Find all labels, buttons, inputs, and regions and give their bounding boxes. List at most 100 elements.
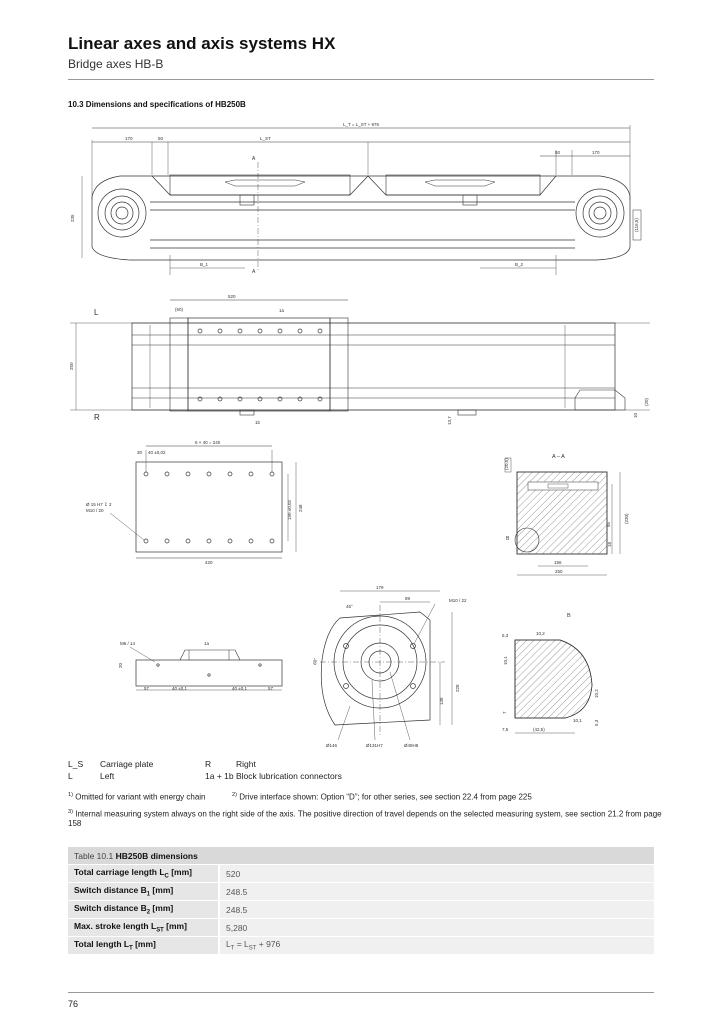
dim-label: Ø146 <box>326 743 338 748</box>
header-divider <box>68 79 654 80</box>
table-row-value: 248.5 <box>219 900 654 919</box>
legend-text: Block lubrication connectors <box>236 771 342 781</box>
section-mark: A <box>252 156 256 162</box>
dim-label: 235 <box>70 214 75 222</box>
dim-label: 10 <box>633 412 638 418</box>
footnote-3: 3) Internal measuring system always on t… <box>68 809 668 828</box>
side-view: 520 (50) 1a L R 1b 250 <box>69 294 650 425</box>
table-caption-title: HB250B dimensions <box>115 850 198 861</box>
footnote-text: Drive interface shown: Option “D”; for o… <box>239 792 532 802</box>
dim-label: 179 <box>376 585 384 590</box>
legend-symbol: R <box>205 759 212 769</box>
dim-label: 5,3 <box>502 633 509 638</box>
section-mark: A <box>252 269 256 275</box>
dim-label: (42,5) <box>533 727 545 732</box>
dim-label: 40 ±0,02 <box>148 450 166 455</box>
dim-label: 520 <box>228 294 236 299</box>
drive-end-view: 179 89 M10 / 22 45° 60° 138 228 Ø146 Ø13… <box>312 585 467 748</box>
dim-label: M10 / 20 <box>86 508 104 513</box>
dim-label: 60° <box>312 657 318 665</box>
footer-divider <box>68 992 654 993</box>
dim-label: 170 <box>125 136 133 141</box>
dim-label: 40 ±0,1 <box>232 686 247 691</box>
specification-table: Table 10.1 HB250B dimensions Total carri… <box>68 847 654 955</box>
dim-label: 18 <box>607 541 612 547</box>
section-heading: 10.3 Dimensions and specifications of HB… <box>68 100 246 109</box>
dim-label: 250 <box>555 569 563 574</box>
dim-label: 420 <box>205 560 213 565</box>
detail-mark: B <box>506 536 510 542</box>
dim-label: 170 <box>592 150 600 155</box>
dim-label: 250 <box>69 362 74 370</box>
technical-drawing: L_T = L_ST + 976 170 50 L_ST 50 170 A A … <box>69 122 650 748</box>
page-title: Linear axes and axis systems HX <box>68 34 336 53</box>
dim-label: 57 <box>144 686 150 691</box>
dim-label: 45° <box>346 604 353 609</box>
dim-label: 10,2 <box>536 631 545 636</box>
legend-text: Right <box>236 759 256 769</box>
dim-label: (20,5) <box>504 458 509 470</box>
dim-label: 7 <box>502 711 507 714</box>
table-caption: Table 10.1 HB250B dimensions <box>68 847 654 865</box>
table-row: Max. stroke length LST [mm] 5,280 <box>68 918 654 937</box>
dim-label: 50 <box>158 136 164 141</box>
top-view: L_T = L_ST + 976 170 50 L_ST 50 170 A A … <box>70 122 642 275</box>
dim-label: 156 <box>554 560 562 565</box>
dim-label: L_ST <box>260 136 271 141</box>
dim-label: Ø49H8 <box>404 743 419 748</box>
table-row-label: Total length LT [mm] <box>68 936 220 955</box>
detail-b-view: B 5,3 10,2 10,1 10,2 7 10,1 7,5 (42,5) 5… <box>502 613 599 734</box>
dim-label: (116,5) <box>634 218 639 232</box>
footnote-mark: 1) <box>68 792 73 798</box>
page-subtitle: Bridge axes HB-B <box>68 57 164 71</box>
dim-total-length: L_T = L_ST + 976 <box>343 122 380 127</box>
dim-label: 20 <box>118 662 123 668</box>
table-row-label: Total carriage length LC [mm] <box>68 864 220 883</box>
legend-ls-symbol: L_S <box>68 759 84 769</box>
table-row-value: 5,280 <box>219 918 654 937</box>
table-row-value: 520 <box>219 864 654 883</box>
legend-symbol: L_S <box>68 759 83 769</box>
dim-label: 1b <box>255 420 261 425</box>
dim-label: B_2 <box>515 262 524 267</box>
dim-label: 13,7 <box>447 416 452 425</box>
footnote-2: 2) Drive interface shown: Option “D”; fo… <box>232 792 532 802</box>
dim-label: 1a <box>204 641 210 646</box>
dim-label: B_1 <box>200 262 209 267</box>
footnote-text: Internal measuring system always on the … <box>68 809 662 828</box>
footnote-mark: 2) <box>232 792 237 798</box>
dim-label: 89 <box>405 596 411 601</box>
dim-label: 1a <box>279 308 285 313</box>
dim-label: M6 / 14 <box>120 641 136 646</box>
dim-label: 6 × 40 = 240 <box>195 440 221 445</box>
section-aa-view: A – A (20,5) 95 (230) 18 156 250 B <box>504 454 629 576</box>
detail-title: B <box>567 613 571 619</box>
footnote-1: 1) Omitted for variant with energy chain <box>68 792 206 802</box>
table-row-label: Switch distance B1 [mm] <box>68 882 220 901</box>
dim-label: 10,1 <box>503 656 508 665</box>
legend-text: Carriage plate <box>100 759 154 769</box>
footnote-text: Omitted for variant with energy chain <box>75 792 206 802</box>
carriage-plate-view: 6 × 40 = 240 30 40 ±0,02 420 190 ±0,02 2… <box>86 440 303 565</box>
table-row-value: 248.5 <box>219 882 654 901</box>
section-title: A – A <box>552 454 565 460</box>
table-row: Total carriage length LC [mm] 520 <box>68 864 654 883</box>
footnote-mark: 3) <box>68 809 73 815</box>
dim-label: (20) <box>644 397 649 406</box>
dim-label: 10,1 <box>573 718 582 723</box>
table-row: Total length LT [mm] LT = LST + 976 <box>68 936 654 955</box>
legend-symbol: L <box>68 771 73 781</box>
dim-label: (230) <box>624 513 629 524</box>
table-caption-prefix: Table 10.1 <box>74 850 114 861</box>
dim-label: (50) <box>175 307 184 312</box>
dim-label: Ø131H7 <box>366 743 383 748</box>
dim-label: 138 <box>439 697 444 705</box>
dim-label: 10,2 <box>594 689 599 698</box>
side-right-label: R <box>94 413 100 422</box>
legend-text: Left <box>100 771 115 781</box>
page-number: 76 <box>68 999 79 1009</box>
table-row-label: Switch distance B2 [mm] <box>68 900 220 919</box>
dim-label: Ø 15 H7 ↧ 2 <box>86 502 112 507</box>
legend-symbol: 1a + 1b <box>205 771 234 781</box>
table-row: Switch distance B2 [mm] 248.5 <box>68 900 654 919</box>
